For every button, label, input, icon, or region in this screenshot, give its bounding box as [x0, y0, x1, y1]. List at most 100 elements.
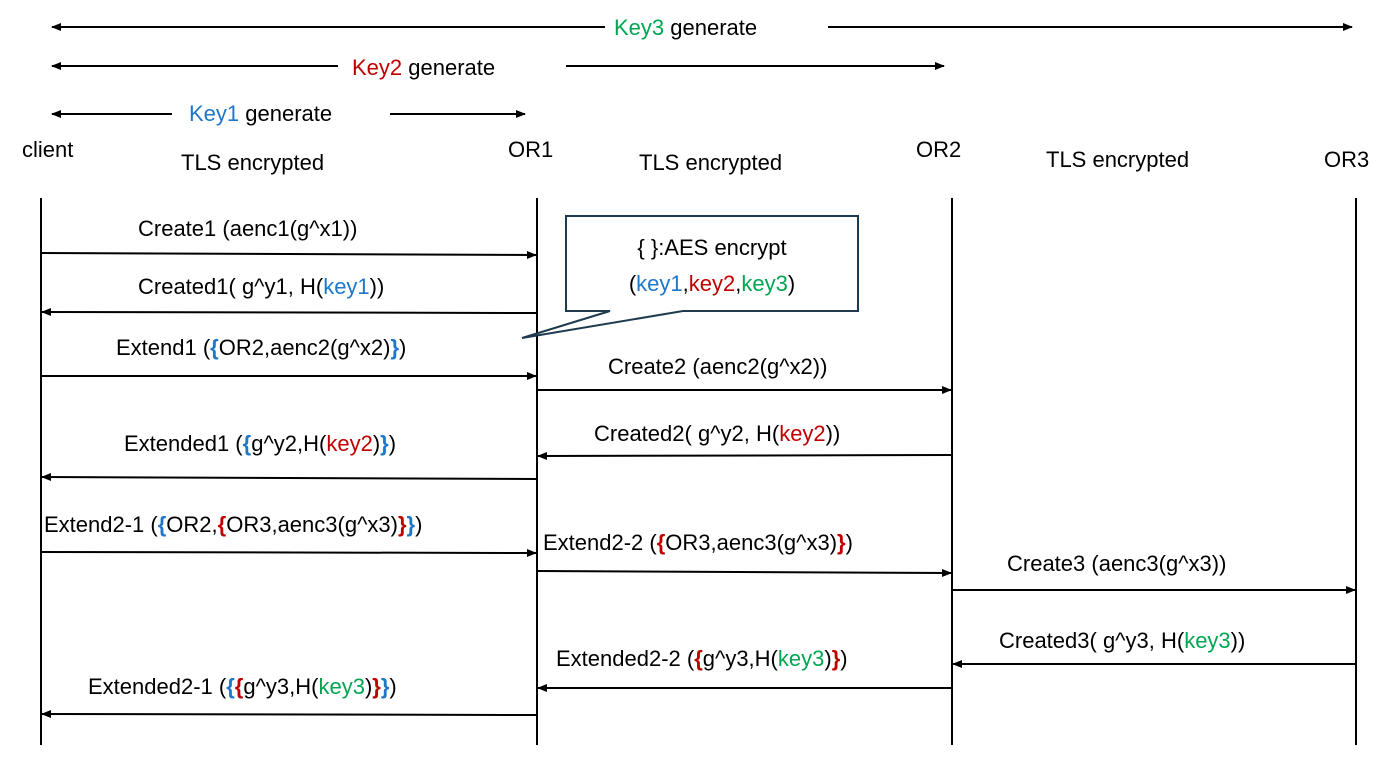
aes-encrypt-callout: { }:AES encrypt (key1,key2,key3) [521, 215, 859, 339]
label-text-run: Extended1 ( [124, 431, 243, 456]
generate-word: generate [402, 55, 495, 80]
label-text-run: ) [389, 674, 396, 699]
key2-text-run: } [398, 512, 407, 537]
key2-text-run: { [218, 512, 227, 537]
key1-name: Key1 [189, 101, 239, 126]
key-header-group: Key3 generate Key2 generate Key1 generat… [51, 15, 1353, 126]
label-text-run: Create1 (aenc1(g^x1)) [138, 216, 357, 241]
label-text-run: Create3 (aenc3(g^x3)) [1007, 551, 1226, 576]
label-text-run: , [735, 271, 741, 296]
message-arrow [536, 568, 952, 577]
label-text-run: , [683, 271, 689, 296]
key1-text-run: { [158, 512, 167, 537]
message-label: Extended1 ({g^y2,H(key2)}) [124, 431, 396, 456]
segment-labels: TLS encrypted TLS encrypted TLS encrypte… [181, 147, 1189, 175]
message-label: Create3 (aenc3(g^x3)) [1007, 551, 1226, 576]
label-text-run: OR3,aenc3(g^x3) [665, 530, 837, 555]
label-text-run: Create2 (aenc2(g^x2)) [608, 354, 827, 379]
key1-text-run: { [210, 335, 219, 360]
key1-text-run: } [390, 335, 399, 360]
message-label: Create1 (aenc1(g^x1)) [138, 216, 357, 241]
lifelines [40, 198, 1357, 745]
label-text-run: OR2,aenc2(g^x2) [219, 335, 391, 360]
label-text-run: Extend2-2 ( [543, 530, 657, 555]
label-text-run: Created2( g^y2, H( [594, 421, 780, 446]
node-client: client [22, 137, 73, 162]
message-group: Create1 (aenc1(g^x1)) Created1( g^y1, H(… [40, 216, 1356, 719]
message-label: Created1( g^y1, H(key1)) [138, 274, 384, 299]
message-arrow [41, 473, 538, 482]
key3-text-run: key3 [1184, 628, 1230, 653]
key2-text-run: { [235, 674, 244, 699]
callout-bubble-shape [521, 215, 859, 339]
key2-name: Key2 [352, 55, 402, 80]
label-text-run: ) [389, 431, 396, 456]
key3-text-run: key3 [741, 271, 787, 296]
segment-label-client-or1: TLS encrypted [181, 150, 324, 175]
node-or1: OR1 [508, 137, 553, 162]
key3-name: Key3 [614, 15, 664, 40]
key1-text-run: key1 [323, 274, 369, 299]
message-arrow [537, 451, 953, 460]
generate-word: generate [239, 101, 332, 126]
label-text-run: ( [629, 271, 637, 296]
key1-text-run: } [407, 512, 416, 537]
label-text-run: )) [1231, 628, 1246, 653]
label-text-run: g^y3,H( [243, 674, 319, 699]
key1-text-run: { [243, 431, 252, 456]
message-arrow [40, 250, 537, 259]
key2-text-run: } [372, 674, 381, 699]
key1-text-run: key1 [636, 271, 682, 296]
label-text-run: OR3,aenc3(g^x3) [226, 512, 398, 537]
key3-generate-label: Key3 generate [614, 15, 757, 40]
label-text-run: ) [373, 431, 380, 456]
callout-legend-text: { }:AES encrypt [637, 235, 786, 260]
key2-text-run: key2 [326, 431, 372, 456]
label-text-run: OR2, [166, 512, 217, 537]
label-text-run: ) [840, 646, 847, 671]
node-labels: client OR1 OR2 OR3 [22, 137, 1369, 172]
key2-text-run: { [657, 530, 666, 555]
node-or2: OR2 [916, 137, 961, 162]
label-text-run: )) [826, 421, 841, 446]
message-label: Created3( g^y3, H(key3)) [999, 628, 1245, 653]
key1-text-run: } [380, 431, 389, 456]
message-label: Extended2-1 ({{g^y3,H(key3)}}) [88, 674, 397, 699]
message-label: Created2( g^y2, H(key2)) [594, 421, 840, 446]
message-arrow [40, 548, 537, 557]
label-text-run: Created3( g^y3, H( [999, 628, 1185, 653]
key2-generate-label: Key2 generate [352, 55, 495, 80]
message-label: Create2 (aenc2(g^x2)) [608, 354, 827, 379]
segment-label-or2-or3: TLS encrypted [1046, 147, 1189, 172]
key3-text-run: key3 [318, 674, 364, 699]
label-text-run: )) [370, 274, 385, 299]
message-arrow [41, 710, 538, 719]
label-text-run: Extend1 ( [116, 335, 211, 360]
key1-generate-label: Key1 generate [189, 101, 332, 126]
label-text-run: g^y3,H( [703, 646, 779, 671]
generate-word: generate [664, 15, 757, 40]
key2-text-run: { [694, 646, 703, 671]
key3-text-run: key3 [778, 646, 824, 671]
label-text-run: ) [846, 530, 853, 555]
label-text-run: ) [415, 512, 422, 537]
key2-text-run: } [837, 530, 846, 555]
label-text-run: ) [399, 335, 406, 360]
key2-text-run: key2 [779, 421, 825, 446]
key1-text-run: { [226, 674, 235, 699]
message-label: Extend2-1 ({OR2,{OR3,aenc3(g^x3)}}) [44, 512, 422, 537]
key2-text-run: } [832, 646, 841, 671]
segment-label-or1-or2: TLS encrypted [639, 150, 782, 175]
label-text-run: ) [788, 271, 795, 296]
message-label: Extend1 ({OR2,aenc2(g^x2)}) [116, 335, 406, 360]
label-text-run: ) [824, 646, 831, 671]
label-text-run: Created1( g^y1, H( [138, 274, 324, 299]
label-text-run: Extend2-1 ( [44, 512, 158, 537]
label-text-run: Extended2-2 ( [556, 646, 695, 671]
callout-key-list: (key1,key2,key3) [629, 271, 795, 296]
label-text-run: ) [365, 674, 372, 699]
message-label: Extend2-2 ({OR3,aenc3(g^x3)}) [543, 530, 853, 555]
key1-text-run: } [381, 674, 390, 699]
node-or3: OR3 [1324, 147, 1369, 172]
